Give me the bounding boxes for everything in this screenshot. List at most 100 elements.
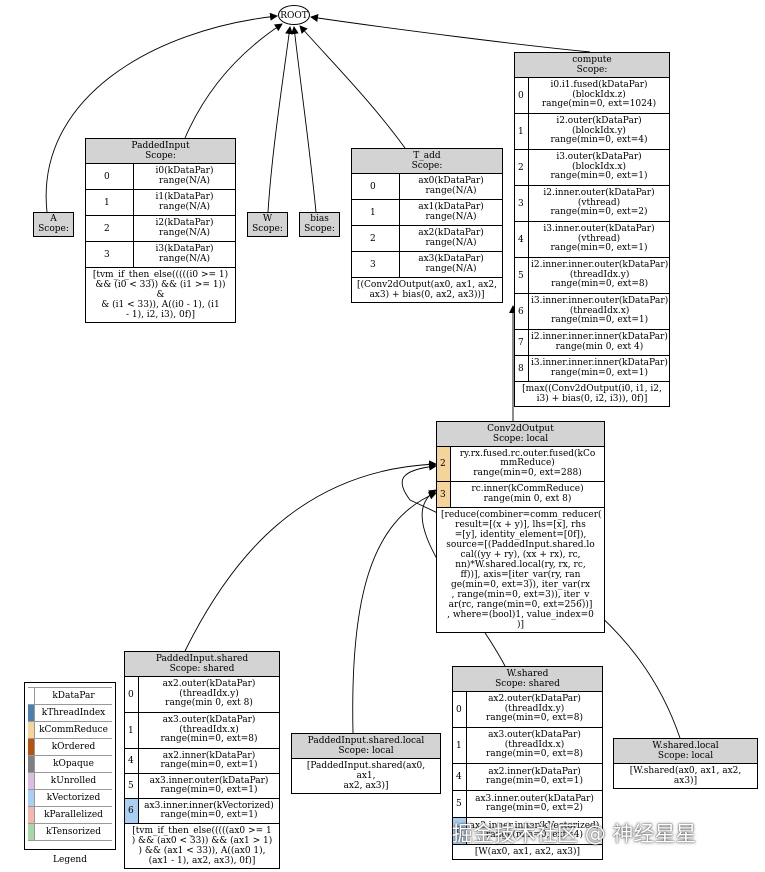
row-index: 6: [453, 818, 467, 844]
expr-line: cal((yy + ry), (xx + rx), rc,: [460, 550, 581, 560]
pis-title: PaddedInput.shared: [155, 654, 249, 664]
iter-range: range(min=0, ext=8): [551, 279, 649, 290]
expr-line: ) && (ax1 < 33)), A((ax0 1),: [138, 846, 266, 856]
legend-item: kOrdered: [28, 739, 112, 756]
row-index: 6: [515, 294, 529, 329]
iter-range: range(N/A): [425, 211, 477, 222]
expr-line: i3) + bias(0, i2, i3)), 0f)]: [536, 394, 648, 404]
pil-expr: [PaddedInput.shared(ax0, ax1,ax2, ax3)]: [292, 759, 440, 793]
edge-pil-conv: [352, 491, 437, 734]
edge-compute-root: [310, 14, 591, 53]
iter-range: range(min=0, ext=1): [550, 243, 648, 254]
expr-line: (ax1 - 1), ax2, ax3), 0f)]: [148, 856, 256, 866]
row-index: 2: [86, 216, 134, 241]
expr-line: [PaddedInput.shared(ax0, ax1,: [306, 761, 426, 781]
legend-item: kVectorized: [28, 790, 112, 807]
iter-range: range(min=0, ext=4): [550, 135, 648, 146]
legend-label: kParallelized: [44, 810, 103, 820]
legend-title: Legend: [53, 855, 87, 865]
pil-scope: Scope: local: [338, 746, 394, 756]
legend-item: kDataPar: [28, 687, 112, 705]
legend-swatch: [28, 705, 35, 721]
paddedinput-title: PaddedInput: [131, 141, 190, 151]
legend-label: kOrdered: [51, 742, 96, 752]
legend-swatch: [28, 756, 35, 772]
iter-var: i2.inner.inner.inner(kDataPar): [531, 332, 668, 342]
iter-range: range(min=0, ext=4): [485, 830, 584, 840]
wsl-expr: [W.shared(ax0, ax1, ax2, ax3)]: [614, 764, 757, 788]
pil-title: PaddedInput.shared.local: [307, 736, 425, 746]
compute-title: compute: [572, 55, 612, 65]
iter-var: ax2.inner(kDataPar): [162, 750, 256, 761]
row-index: 3: [515, 186, 529, 221]
iter-var: ax2.inner(kDataPar): [488, 766, 581, 777]
iter-var: i2.inner.outer(kDataPar): [543, 188, 655, 199]
iter-range: range(min=0, ext=2): [485, 803, 584, 813]
iter-var: ax0(kDataPar): [418, 176, 484, 186]
iter-range: range(N/A): [159, 201, 210, 212]
row-index: 0: [352, 174, 400, 199]
legend-swatch: [28, 739, 35, 755]
iter-var: i2.inner.inner.outer(kDataPar): [531, 260, 669, 271]
row-index: 7: [515, 330, 529, 355]
iter-range: range(min 0, ext 8): [165, 698, 253, 709]
t-add-title: T_add: [413, 151, 441, 161]
row-index: 1: [515, 114, 529, 149]
iter-range: range(N/A): [159, 175, 210, 186]
row-index: 2: [437, 447, 451, 481]
expr-line: && (i0 < 33)) && (i1 >= 1)) &: [95, 280, 226, 300]
legend-swatch: [28, 824, 35, 840]
iter-var: i3.outer(kDataPar): [556, 152, 642, 163]
expr-line: [tvm_if_then_else(((((ax0 >= 1: [132, 826, 272, 836]
legend-item: kParallelized: [28, 807, 112, 824]
iter-range: range(min=0, ext=8): [485, 713, 584, 724]
legend-item: kOpaque: [28, 756, 112, 773]
iter-thread: (blockIdx.x): [572, 161, 626, 172]
conv-title: Conv2dOutput: [487, 424, 554, 434]
expr-line: source=[(PaddedInput.shared.lo: [446, 540, 595, 550]
row-index: 2: [352, 226, 400, 251]
row-index: 8: [515, 356, 529, 381]
row-index: 4: [453, 764, 467, 790]
iter-thread: (threadIdx.y): [569, 269, 630, 280]
legend-item: kCommReduce: [28, 722, 112, 739]
expr-line: & (i1 < 33)), A((i0 - 1), (i1: [101, 300, 220, 310]
iter-thread: (vthread): [577, 197, 621, 208]
iter-var: i3.inner.outer(kDataPar): [543, 224, 655, 235]
conv-expr: [reduce(combiner=comm_reducer(result=[(x…: [437, 508, 604, 632]
paddedinput-scope: Scope:: [145, 151, 176, 161]
paddedinput-row: 0 i0(kDataPar)range(N/A): [86, 164, 235, 190]
root-node: ROOT: [278, 5, 310, 25]
row-index: 5: [453, 791, 467, 817]
iter-thread: (threadIdx.y): [504, 703, 565, 714]
edge-tadd-root: [299, 25, 406, 149]
iter-range: range(min=0, ext=8): [160, 734, 258, 745]
wsl-title: W.shared.local: [652, 741, 719, 751]
row-index: 1: [453, 728, 467, 763]
a-title: A: [50, 214, 57, 224]
ws-expr: [W(ax0, ax1, ax2, ax3)]: [453, 845, 602, 859]
iter-var: ry.rx.fused.rc.outer.fused(kCo: [459, 448, 596, 459]
iter-range: range(min 0, ext 4): [555, 341, 644, 352]
pis-scope: Scope: shared: [169, 664, 235, 674]
expr-line: - 1), i2, i3), 0f)]: [125, 310, 196, 320]
expr-line: ff))], axis=[iter_var(ry, ran: [460, 570, 581, 580]
iter-var: i0(kDataPar): [155, 166, 214, 176]
row-index: 0: [86, 164, 134, 189]
